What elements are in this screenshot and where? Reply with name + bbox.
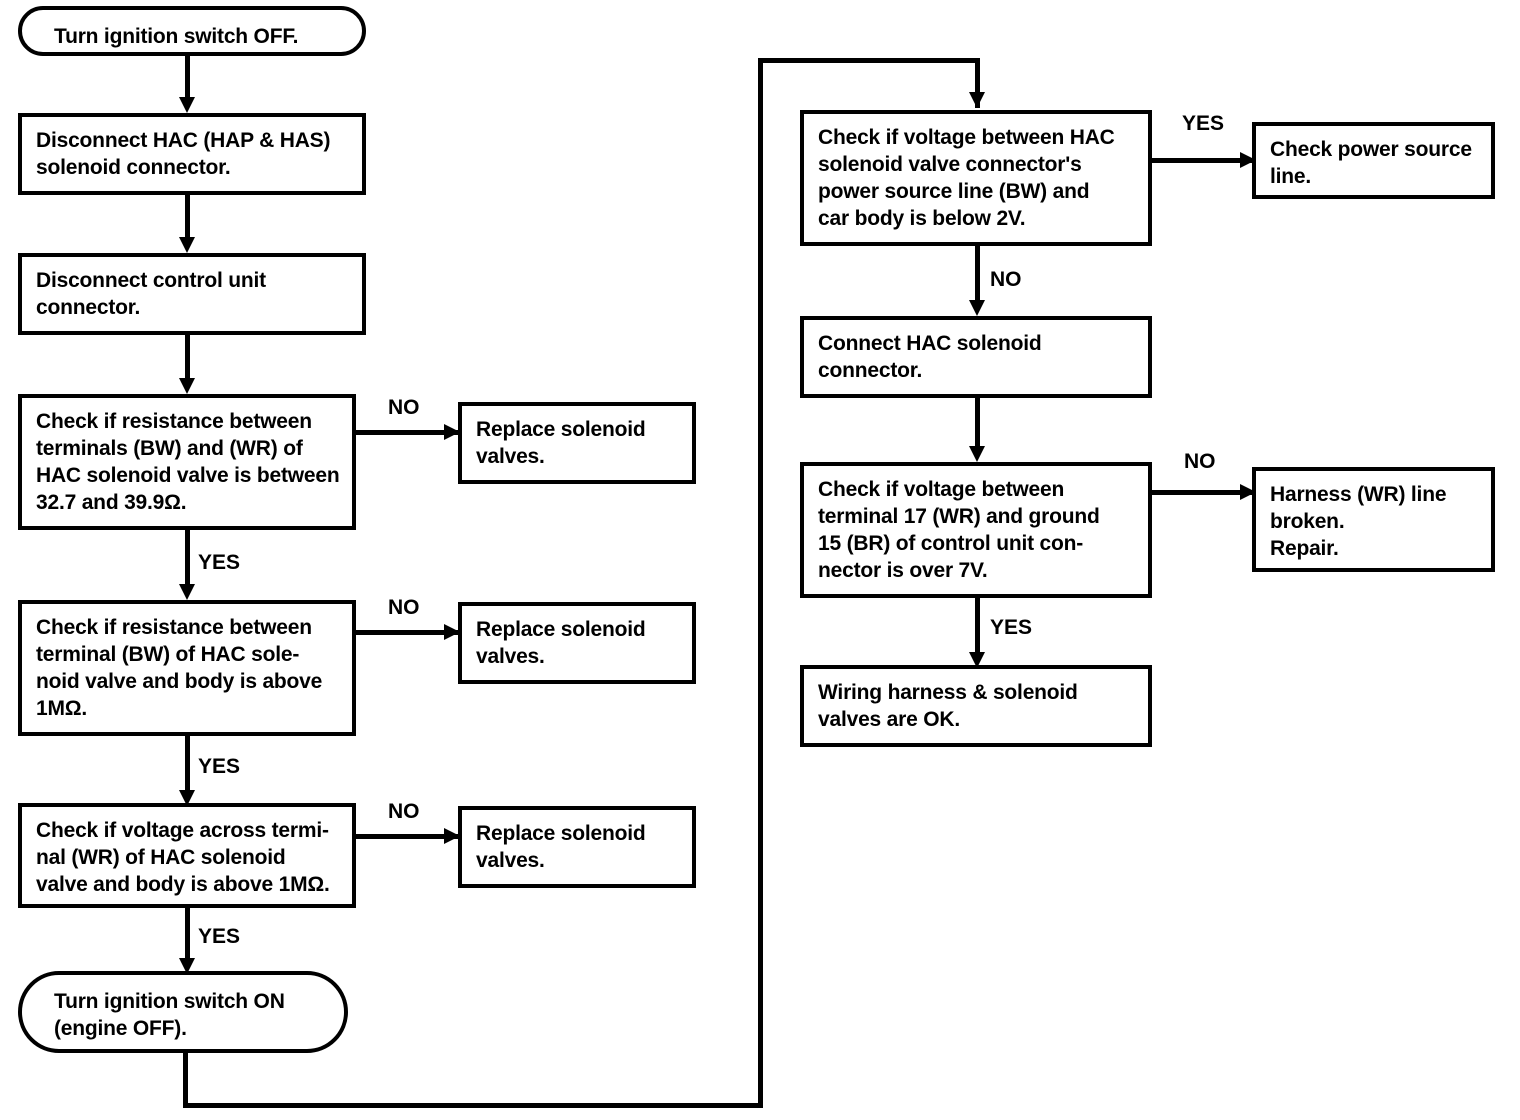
edge-power-yes-to-check-line bbox=[1152, 158, 1260, 163]
node-check-voltage-power-source: Check if voltage between HAC solenoid va… bbox=[800, 110, 1152, 246]
edge-check1-yes-to-check2 bbox=[185, 530, 190, 590]
arrowhead-ignition-on bbox=[179, 958, 195, 974]
edge-label-yes-2: YES bbox=[196, 755, 243, 779]
node-replace-valves-2: Replace solenoid valves. bbox=[458, 602, 696, 684]
node-harness-broken: Harness (WR) line broken. Repair. bbox=[1252, 467, 1495, 572]
edge-label-no-harness: NO bbox=[1182, 450, 1218, 474]
edge-label-yes-1: YES bbox=[196, 551, 243, 575]
edge-wrap-bottom bbox=[183, 1103, 763, 1108]
arrowhead-replace3 bbox=[444, 828, 460, 844]
edge-label-no-1: NO bbox=[386, 396, 422, 420]
arrowhead-control-unit bbox=[179, 237, 195, 253]
edge-check2-no-to-replace2 bbox=[356, 630, 462, 635]
node-ignition-on: Turn ignition switch ON (engine OFF). bbox=[18, 971, 348, 1053]
edge-check17-yes-to-wiring-ok bbox=[975, 598, 980, 658]
node-disconnect-control-unit: Disconnect control unit connector. bbox=[18, 253, 366, 335]
node-start: Turn ignition switch OFF. bbox=[18, 6, 366, 56]
edge-wrap-top bbox=[758, 58, 980, 63]
node-replace-valves-3: Replace solenoid valves. bbox=[458, 806, 696, 888]
arrowhead-connect-hac bbox=[969, 300, 985, 316]
edge-power-no-to-connect-hac bbox=[975, 246, 980, 306]
arrowhead-wiring-ok bbox=[969, 652, 985, 668]
edge-hac-to-control-unit bbox=[185, 195, 190, 243]
node-disconnect-hac: Disconnect HAC (HAP & HAS) solenoid conn… bbox=[18, 113, 366, 195]
node-check-resistance-bw-body: Check if resistance between terminal (BW… bbox=[18, 600, 356, 736]
edge-check1-no-to-replace1 bbox=[356, 430, 462, 435]
edge-connect-hac-to-check17 bbox=[975, 398, 980, 456]
arrowhead-check17 bbox=[969, 446, 985, 462]
edge-label-no-3: NO bbox=[386, 800, 422, 824]
arrowhead-check2 bbox=[179, 584, 195, 600]
edge-start-to-disconnect-hac bbox=[185, 56, 190, 103]
edge-check3-no-to-replace3 bbox=[356, 834, 462, 839]
edge-wrap-up-right bbox=[758, 58, 763, 1108]
edge-wrap-down-from-ignition bbox=[183, 1053, 188, 1108]
node-check-resistance-terminals: Check if resistance between terminals (B… bbox=[18, 394, 356, 530]
node-check-power-source-line: Check power source line. bbox=[1252, 122, 1495, 199]
arrowhead-check-power-source bbox=[969, 92, 985, 108]
edge-label-no-power: NO bbox=[988, 268, 1024, 292]
arrowhead-check3 bbox=[179, 790, 195, 806]
node-check-voltage-wr-body: Check if voltage across termi- nal (WR) … bbox=[18, 803, 356, 908]
arrowhead-replace1 bbox=[444, 424, 460, 440]
edge-label-yes-final: YES bbox=[988, 616, 1035, 640]
arrowhead-check1 bbox=[179, 378, 195, 394]
edge-check17-no-to-harness bbox=[1152, 490, 1260, 495]
arrowhead-disconnect-hac bbox=[179, 97, 195, 113]
edge-control-unit-to-check1 bbox=[185, 335, 190, 384]
edge-check3-yes-to-ignition-on bbox=[185, 908, 190, 966]
edge-label-yes-3: YES bbox=[196, 925, 243, 949]
arrowhead-replace2 bbox=[444, 624, 460, 640]
edge-wrap-down-into-check-power bbox=[975, 58, 980, 108]
node-wiring-ok: Wiring harness & solenoid valves are OK. bbox=[800, 665, 1152, 747]
edge-label-yes-power: YES bbox=[1180, 112, 1227, 136]
edge-check2-yes-to-check3 bbox=[185, 736, 190, 796]
node-connect-hac: Connect HAC solenoid connector. bbox=[800, 316, 1152, 398]
node-check-voltage-terminal17: Check if voltage between terminal 17 (WR… bbox=[800, 462, 1152, 598]
node-replace-valves-1: Replace solenoid valves. bbox=[458, 402, 696, 484]
edge-label-no-2: NO bbox=[386, 596, 422, 620]
